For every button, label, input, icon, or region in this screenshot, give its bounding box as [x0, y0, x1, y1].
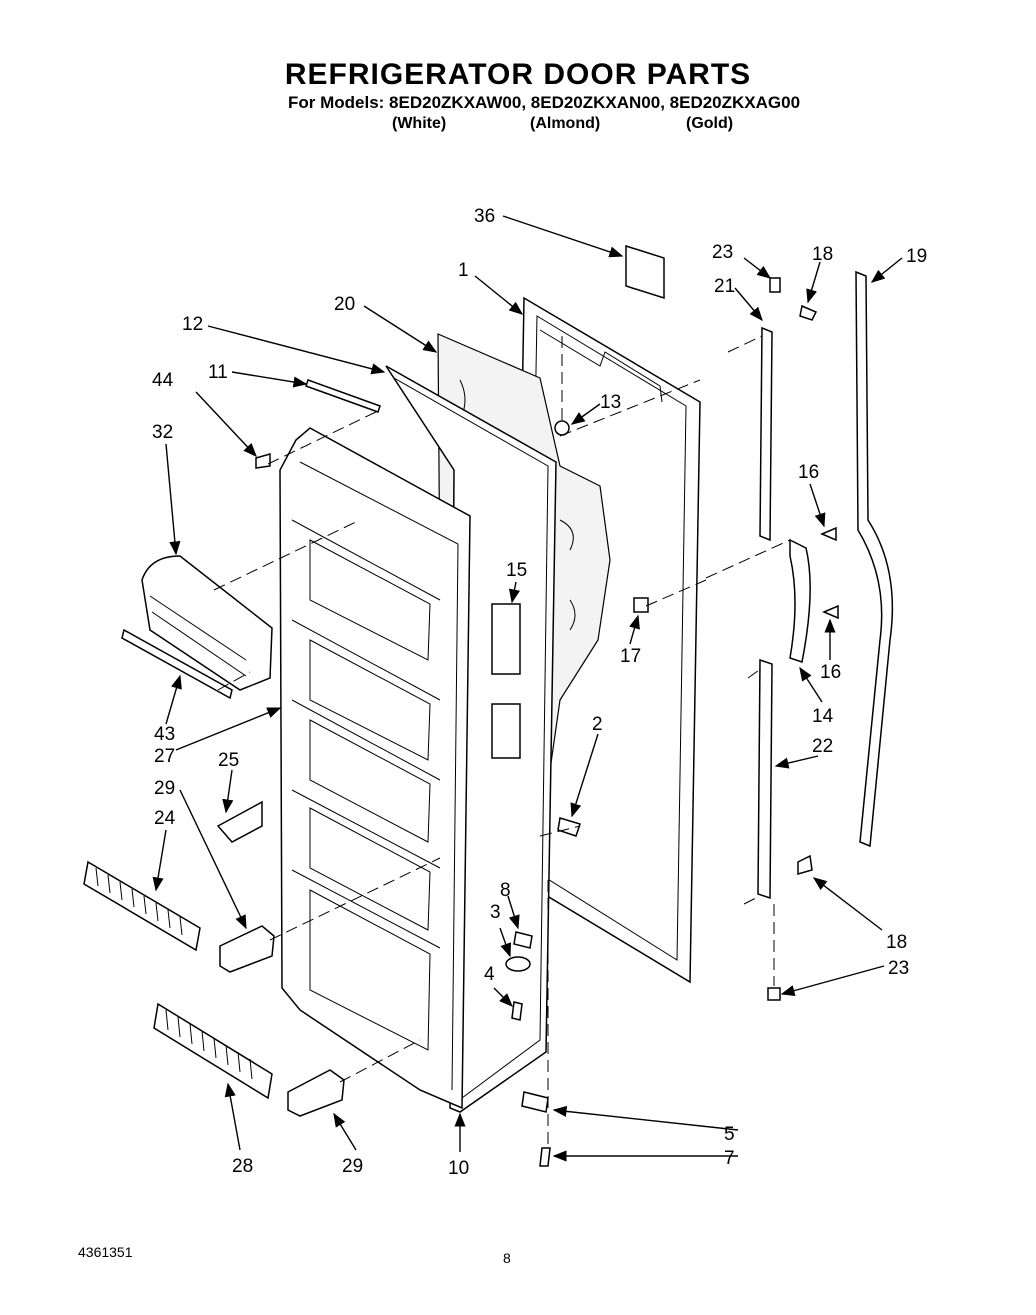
- callout-19: 19: [906, 246, 927, 267]
- callout-16-lower: 16: [820, 662, 841, 683]
- callout-18-lower: 18: [886, 932, 907, 953]
- document-number: 4361351: [78, 1244, 133, 1260]
- callout-8: 8: [500, 880, 511, 901]
- models-line: For Models: 8ED20ZKXAW00, 8ED20ZKXAN00, …: [288, 93, 801, 112]
- callout-20: 20: [334, 294, 355, 315]
- callout-3: 3: [490, 902, 501, 923]
- spacer-upper: [491, 603, 521, 675]
- callout-11: 11: [208, 362, 228, 383]
- callout-10: 10: [448, 1158, 469, 1179]
- callout-13: 13: [600, 392, 621, 413]
- callout-24: 24: [154, 808, 176, 829]
- page-number: 8: [503, 1250, 511, 1266]
- dispenser-trim: [121, 628, 233, 700]
- nameplate: [625, 244, 665, 300]
- variant-white: (White): [392, 115, 447, 132]
- callout-28: 28: [232, 1156, 253, 1177]
- handle-trim-upper: [759, 326, 773, 542]
- callout-12: 12: [182, 314, 203, 335]
- callout-21: 21: [714, 276, 735, 297]
- callout-16-upper: 16: [798, 462, 819, 483]
- variant-gold: (Gold): [686, 115, 734, 132]
- callout-22: 22: [812, 736, 833, 757]
- shelf-support-upper: [219, 925, 275, 973]
- spacer-lower: [491, 703, 521, 759]
- callout-29-upper: 29: [154, 778, 175, 799]
- callout-27: 27: [154, 746, 175, 767]
- variant-almond: (Almond): [530, 115, 601, 132]
- page-title: REFRIGERATOR DOOR PARTS: [284, 58, 752, 91]
- callout-4: 4: [484, 964, 495, 985]
- shelf-rail-lower: [153, 1002, 273, 1100]
- callout-44: 44: [152, 370, 174, 391]
- liner-strip: [305, 379, 381, 413]
- leader-lines: [152, 215, 903, 1162]
- callout-5: 5: [724, 1124, 735, 1145]
- dispenser-cover: [141, 555, 273, 691]
- handle-bracket: [789, 538, 811, 663]
- shelf-rail-upper: [83, 860, 201, 952]
- callout-15: 15: [506, 560, 527, 581]
- handle-trim-lower: [757, 658, 773, 900]
- callout-23-lower: 23: [888, 958, 909, 979]
- assembly-lines: [213, 335, 791, 1150]
- callout-18: 18: [812, 244, 833, 265]
- callout-29-lower: 29: [342, 1156, 363, 1177]
- callout-17: 17: [620, 646, 641, 667]
- inner-door-liner: [279, 427, 471, 1110]
- shelf-support-lower: [287, 1069, 345, 1117]
- callout-1: 1: [458, 260, 469, 281]
- callout-labels: 36 23 18 19 1 21 20 12 11 13 44 32 16 15…: [152, 206, 927, 1179]
- shelf-retainer: [216, 800, 263, 843]
- callout-25: 25: [218, 750, 239, 771]
- callout-23: 23: [712, 242, 733, 263]
- callout-7: 7: [724, 1148, 735, 1169]
- callout-14: 14: [812, 706, 834, 727]
- callout-2: 2: [592, 714, 603, 735]
- door-handle: [855, 270, 894, 848]
- callout-32: 32: [152, 422, 173, 443]
- callout-43: 43: [154, 724, 175, 745]
- callout-36: 36: [474, 206, 495, 227]
